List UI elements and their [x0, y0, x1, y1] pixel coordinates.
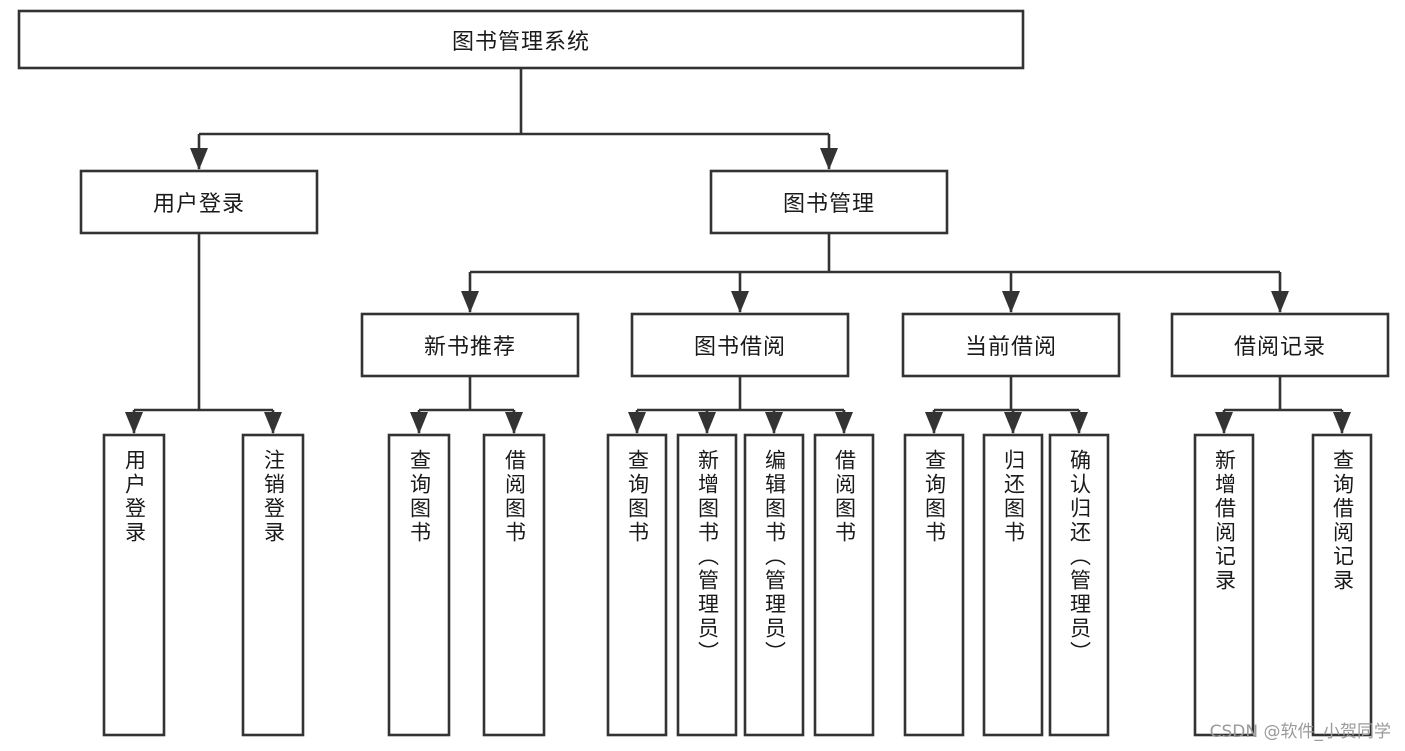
arrow-to-leaf-9 [1004, 412, 1022, 434]
arrow-to-leaf-2 [410, 412, 428, 434]
arrow-to-leaf-8 [925, 412, 943, 434]
arrow-to-leaf-12 [1333, 412, 1351, 434]
arrow-to-leaf-0 [125, 412, 143, 434]
arrow-to-leaf-10 [1070, 412, 1088, 434]
node-leaf-6[interactable] [743, 433, 805, 737]
node-leaf-11[interactable] [1193, 433, 1255, 737]
node-level3-0[interactable] [360, 312, 580, 378]
arrow-to-leaf-4 [628, 412, 646, 434]
node-leaf-9[interactable] [982, 433, 1044, 737]
node-leaf-12[interactable] [1311, 433, 1373, 737]
arrow-to-leaf-11 [1215, 412, 1233, 434]
node-leaf-4[interactable] [606, 433, 668, 737]
node-leaf-7[interactable] [813, 433, 875, 737]
node-level3-2[interactable] [901, 312, 1121, 378]
node-leaf-0[interactable] [102, 433, 166, 737]
node-level3-1[interactable] [630, 312, 850, 378]
arrow-to-level3-0 [461, 291, 479, 313]
node-leaf-5[interactable] [676, 433, 738, 737]
arrow-to-leaf-7 [835, 412, 853, 434]
arrow-to-level3-3 [1271, 291, 1289, 313]
node-leaf-1[interactable] [241, 433, 305, 737]
node-level2-1[interactable] [709, 169, 949, 235]
arrow-to-leaf-3 [505, 412, 523, 434]
arrow-to-level2-1 [820, 148, 838, 170]
arrow-to-level2-0 [190, 148, 208, 170]
node-level2-0[interactable] [79, 169, 319, 235]
arrow-to-level3-1 [731, 291, 749, 313]
node-leaf-2[interactable] [387, 433, 451, 737]
node-leaf-3[interactable] [482, 433, 546, 737]
node-root[interactable] [17, 9, 1025, 70]
arrow-to-leaf-1 [264, 412, 282, 434]
node-level3-3[interactable] [1170, 312, 1390, 378]
node-leaf-8[interactable] [903, 433, 965, 737]
arrow-to-level3-2 [1002, 291, 1020, 313]
node-leaf-10[interactable] [1048, 433, 1110, 737]
arrow-to-leaf-5 [698, 412, 716, 434]
arrow-to-leaf-6 [765, 412, 783, 434]
